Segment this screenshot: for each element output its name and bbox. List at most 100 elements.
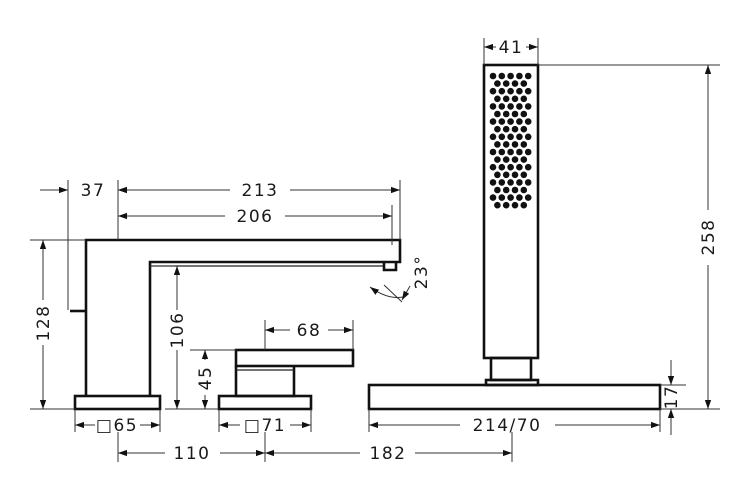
spray-hole xyxy=(516,118,523,125)
spout-base-plate xyxy=(73,394,162,411)
spray-hole xyxy=(489,179,497,186)
spray-hole xyxy=(498,148,506,156)
spout-outline xyxy=(70,238,402,396)
spray-hole xyxy=(520,95,528,103)
spray-hole xyxy=(520,156,528,163)
dim-handshower-height: 258 xyxy=(699,219,719,256)
dim-holder-length: 214/70 xyxy=(473,416,542,436)
spray-hole xyxy=(524,163,532,171)
spray-hole xyxy=(498,87,506,95)
spray-hole xyxy=(511,171,519,179)
handshower-outline xyxy=(482,63,540,387)
spray-hole xyxy=(494,156,501,163)
spray-hole xyxy=(498,103,506,110)
spray-hole xyxy=(524,103,532,110)
extension-lines xyxy=(30,38,720,462)
spray-hole xyxy=(520,125,528,133)
spray-hole xyxy=(511,156,519,163)
spray-hole xyxy=(502,125,510,133)
spray-hole xyxy=(502,95,510,103)
spray-hole xyxy=(520,201,528,209)
spray-hole xyxy=(489,118,497,125)
spray-hole xyxy=(498,194,506,201)
spray-hole xyxy=(507,118,514,125)
dim-spout-height: 128 xyxy=(34,305,54,342)
spray-hole xyxy=(511,141,519,148)
spray-hole xyxy=(507,72,514,80)
spray-hole xyxy=(507,194,514,201)
spray-hole xyxy=(489,194,497,201)
spray-hole xyxy=(511,80,519,87)
spray-hole xyxy=(524,133,532,141)
spray-hole xyxy=(511,110,519,118)
spray-hole xyxy=(502,141,510,148)
spray-hole xyxy=(498,133,506,141)
spray-hole xyxy=(520,110,528,118)
spray-hole xyxy=(502,201,510,209)
spray-hole xyxy=(494,201,501,209)
spray-hole xyxy=(494,171,501,179)
dimension-lines xyxy=(39,43,712,457)
valve-outline xyxy=(234,348,355,398)
spray-hole xyxy=(520,141,528,148)
spray-hole xyxy=(507,133,514,141)
spray-hole xyxy=(502,80,510,87)
spray-hole xyxy=(494,110,501,118)
spray-hole xyxy=(489,148,497,156)
spray-hole xyxy=(494,80,501,87)
spray-hole xyxy=(524,179,532,186)
spray-hole xyxy=(507,163,514,171)
dim-handshower-width: 41 xyxy=(499,38,524,58)
spray-hole xyxy=(516,133,523,141)
spray-hole xyxy=(489,72,497,80)
dim-spout-length-total: 213 xyxy=(242,181,279,201)
dim-spout-offset: 37 xyxy=(81,181,106,201)
spray-hole xyxy=(507,148,514,156)
dim-holder-height: 17 xyxy=(662,385,682,410)
spray-face-holes xyxy=(489,72,532,209)
spray-hole xyxy=(516,87,523,95)
spray-hole xyxy=(489,163,497,171)
spray-hole xyxy=(516,179,523,186)
spray-hole xyxy=(507,87,514,95)
spray-hole xyxy=(511,201,519,209)
dim-valve-height: 45 xyxy=(196,366,216,391)
dim-spout-length-inner: 206 xyxy=(237,207,274,227)
dim-spacing-valve-shower: 182 xyxy=(370,444,407,464)
spray-hole xyxy=(498,163,506,171)
spray-hole xyxy=(520,186,528,194)
holder-base-plate xyxy=(367,383,662,411)
dim-spout-base: □65 xyxy=(96,416,138,436)
dim-lever-length: 68 xyxy=(297,321,322,341)
spray-hole xyxy=(524,72,532,80)
spray-hole xyxy=(498,72,506,80)
spray-hole xyxy=(489,87,497,95)
spray-hole xyxy=(524,87,532,95)
spray-hole xyxy=(516,194,523,201)
dim-spacing-spout-valve: 110 xyxy=(174,444,211,464)
spray-hole xyxy=(494,141,501,148)
valve-base-plate xyxy=(217,394,313,411)
spray-hole xyxy=(520,171,528,179)
spray-hole xyxy=(516,148,523,156)
spray-hole xyxy=(494,125,501,133)
spray-hole xyxy=(516,163,523,171)
spray-hole xyxy=(524,194,532,201)
spray-hole xyxy=(516,72,523,80)
spray-hole xyxy=(507,179,514,186)
spray-hole xyxy=(511,186,519,194)
dim-valve-base: □71 xyxy=(244,416,286,436)
spray-hole xyxy=(520,80,528,87)
spray-hole xyxy=(511,125,519,133)
dim-spout-clearance: 106 xyxy=(168,312,188,349)
spray-hole xyxy=(502,186,510,194)
dim-spout-angle: 23° xyxy=(412,255,432,290)
spray-hole xyxy=(502,156,510,163)
spray-hole xyxy=(489,133,497,141)
spray-hole xyxy=(511,95,519,103)
spray-hole xyxy=(494,95,501,103)
spray-hole xyxy=(498,179,506,186)
spray-hole xyxy=(502,171,510,179)
spray-hole xyxy=(524,118,532,125)
spray-hole xyxy=(516,103,523,110)
